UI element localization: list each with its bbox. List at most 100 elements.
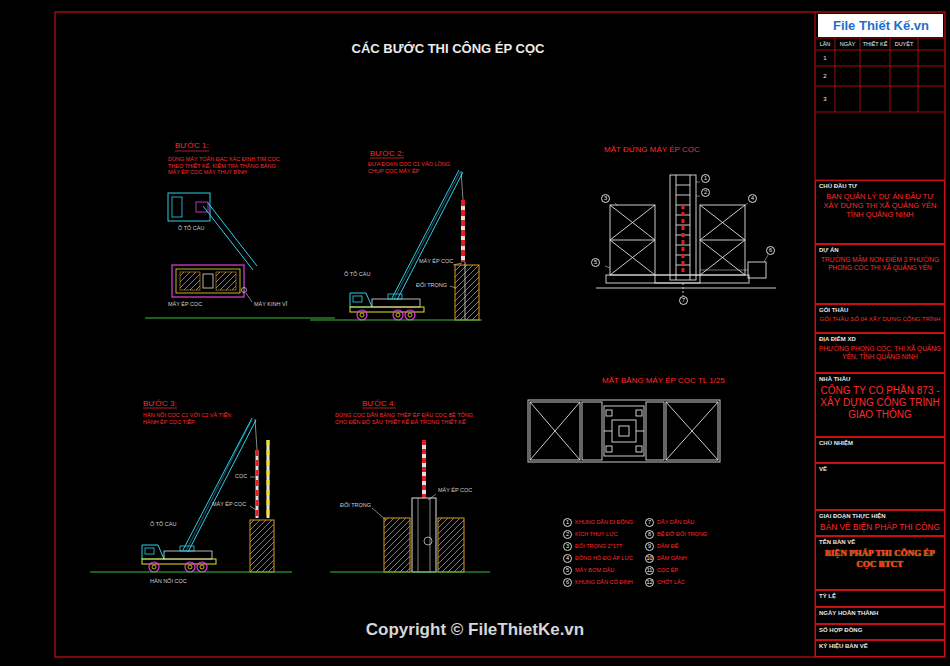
field-heading: TÊN BẢN VẼ	[819, 539, 855, 546]
table-header: THIẾT KẾ	[861, 41, 889, 48]
legend-item: 10 DẦM GÁNH	[645, 553, 725, 564]
field-heading: CHỦ ĐẦU TƯ	[819, 183, 857, 190]
title-block-cell: GIAI ĐOẠN THỰC HIỆNBẢN VẼ BIỆN PHÁP THI …	[815, 510, 945, 536]
part-label: ĐỐI TRỌNG	[416, 282, 452, 289]
legend-item: 12 CHỐT LẮC	[645, 577, 725, 588]
step-note: DÙNG MÁY TOÀN ĐẠC XÁC ĐỊNH TIM CỌC THEO …	[168, 156, 286, 176]
callout-number: 10	[646, 556, 652, 562]
part-label: MÁY ÉP CỌC	[419, 258, 459, 265]
field-heading: KÝ HIỆU BẢN VẼ	[819, 643, 868, 650]
callout-number: 1	[566, 520, 569, 526]
step-heading: BƯỚC 3:	[143, 399, 203, 409]
part-label: MÁY ÉP CỌC	[438, 487, 483, 494]
callout-circle: 12	[645, 578, 654, 587]
title-block-cell: SỐ HỢP ĐỒNG	[815, 624, 945, 640]
title-block-cell: TỶ LỆ	[815, 590, 945, 607]
legend-text: KÍCH THUỶ LỰC	[575, 531, 618, 537]
legend-item: 8 BỆ ĐỠ ĐỐI TRỌNG	[645, 529, 725, 540]
step-note: DÙNG CỌC DẪN BẰNG THÉP ÉP ĐẦU CỌC BÊ TÔN…	[335, 412, 485, 425]
field-value: GÓI THẦU SỐ 04 XÂY DỰNG CÔNG TRÌNH	[820, 316, 941, 323]
legend-text: BỆ ĐỠ ĐỐI TRỌNG	[657, 531, 707, 537]
legend-text: CHỐT LẮC	[657, 579, 685, 585]
table-cell: 3	[816, 96, 834, 103]
field-value: TRƯỜNG MẦM NON ĐIỂM 3 PHƯỜNG PHONG CỐC T…	[819, 256, 941, 272]
field-heading: TỶ LỆ	[819, 593, 836, 600]
legend-item: 3ĐỐI TRỌNG 2*17T	[563, 541, 643, 552]
field-value: BIỆN PHÁP THI CÔNG ÉP CỌC BTCT	[819, 548, 941, 570]
table-cell: 1	[816, 55, 834, 62]
title-block-cell: KÝ HIỆU BẢN VẼ	[815, 640, 945, 657]
field-heading: DỰ ÁN	[819, 247, 839, 254]
legend-item: 1 KHUNG DẪN DI ĐỘNG	[563, 517, 643, 528]
callout-circle: 5	[591, 258, 600, 267]
watermark: Copyright © FileThietKe.vn	[330, 620, 620, 640]
callout-circle: 2	[701, 188, 710, 197]
legend-text: CỌC ÉP	[657, 567, 678, 573]
field-heading: NGÀY HOÀN THÀNH	[819, 610, 878, 617]
callout-number: 6	[769, 248, 772, 254]
legend-item: 7DÂY DẪN DẦU	[645, 517, 725, 528]
field-value: CÔNG TY CỔ PHẦN 873 - XÂY DỰNG CÔNG TRÌN…	[819, 385, 941, 421]
callout-number: 12	[646, 580, 652, 586]
callout-circle: 7	[679, 296, 688, 305]
part-label: HÀN NỐI CỌC	[150, 578, 200, 585]
legend-text: KHUNG DẪN CỐ ĐỊNH	[575, 579, 633, 585]
field-heading: VẼ	[819, 466, 827, 473]
callout-number: 9	[648, 544, 651, 550]
title-block-cell: CHỦ ĐẦU TƯBAN QUẢN LÝ DỰ ÁN ĐẦU TƯ XÂY D…	[815, 180, 945, 244]
legend-item: 4 ĐỒNG HỒ ĐO ÁP LỰC	[563, 553, 643, 564]
callout-number: 2	[704, 190, 707, 196]
legend-text: KHUNG DẪN DI ĐỘNG	[575, 519, 633, 525]
table-header: NGÀY	[836, 41, 859, 48]
legend-text: DÂY DẪN DẦU	[657, 519, 695, 525]
part-label: MÁY ÉP CỌC	[168, 301, 218, 308]
callout-circle: 9	[645, 542, 654, 551]
step-heading: BƯỚC 4:	[362, 399, 422, 409]
callout-circle: 6	[766, 246, 775, 255]
title-block-cell: ĐỊA ĐIỂM XDPHƯỜNG PHONG CỐC, THỊ XÃ QUẢN…	[815, 333, 945, 373]
view-title: MẶT ĐỨNG MÁY ÉP CỌC	[604, 145, 734, 155]
title-block-cell: NHÀ THẦUCÔNG TY CỔ PHẦN 873 - XÂY DỰNG C…	[815, 373, 945, 437]
legend-text: ĐỒNG HỒ ĐO ÁP LỰC	[575, 555, 633, 561]
callout-number: 5	[566, 568, 569, 574]
field-heading: CHỦ NHIỆM	[819, 440, 853, 447]
callout-number: 1	[704, 176, 707, 182]
step-heading: BƯỚC 1:	[175, 141, 235, 151]
callout-circle: 2	[563, 530, 572, 539]
callout-circle: 5	[563, 566, 572, 575]
legend-item: 5 MÁY BƠM DẦU	[563, 565, 643, 576]
table-cell: 2	[816, 73, 834, 80]
part-label: Ô TÔ CẨU	[150, 521, 190, 528]
callout-number: 11	[647, 568, 653, 574]
part-label: MÁY ÉP CỌC	[212, 501, 250, 508]
table-header: DUYỆT	[891, 41, 917, 48]
legend-text: DẦM GÁNH	[657, 555, 687, 561]
callout-number: 8	[648, 532, 651, 538]
callout-circle: 11	[645, 566, 654, 575]
callout-number: 4	[751, 196, 754, 202]
field-heading: SỐ HỢP ĐỒNG	[819, 627, 862, 634]
part-label: Ô TÔ CẨU	[178, 225, 218, 232]
step-note: HÀN NỐI CỌC C1 VỚI C2 VÀ TIẾN HÀNH ÉP CỌ…	[143, 412, 233, 425]
part-label: CỌC	[235, 473, 249, 480]
part-label: MÁY KINH VĨ	[254, 301, 304, 308]
legend-item: 11 CỌC ÉP	[645, 565, 725, 576]
callout-number: 2	[566, 532, 569, 538]
step-note: ĐƯA ĐOẠN CỌC C1 VÀO LỒNG CHỤP CỌC MÁY ÉP	[368, 161, 452, 174]
callout-circle: 10	[645, 554, 654, 563]
part-label: ĐỐI TRỌNG	[340, 502, 376, 509]
callout-number: 7	[682, 298, 685, 304]
legend-text: MÁY BƠM DẦU	[575, 567, 614, 573]
legend-text: DẦM ĐẾ	[657, 543, 678, 549]
callout-number: 6	[566, 580, 569, 586]
legend-text: ĐỐI TRỌNG 2*17T	[575, 543, 622, 549]
drawing-title: CÁC BƯỚC THI CÔNG ÉP CỌC	[330, 41, 566, 57]
title-block-cell: NGÀY HOÀN THÀNH	[815, 607, 945, 624]
callout-circle: 8	[645, 530, 654, 539]
callout-number: 4	[566, 556, 569, 562]
field-heading: GIAI ĐOẠN THỰC HIỆN	[819, 513, 886, 520]
callout-number: 3	[604, 196, 607, 202]
callout-circle: 4	[563, 554, 572, 563]
legend-item: 6 KHUNG DẪN CỐ ĐỊNH	[563, 577, 643, 588]
